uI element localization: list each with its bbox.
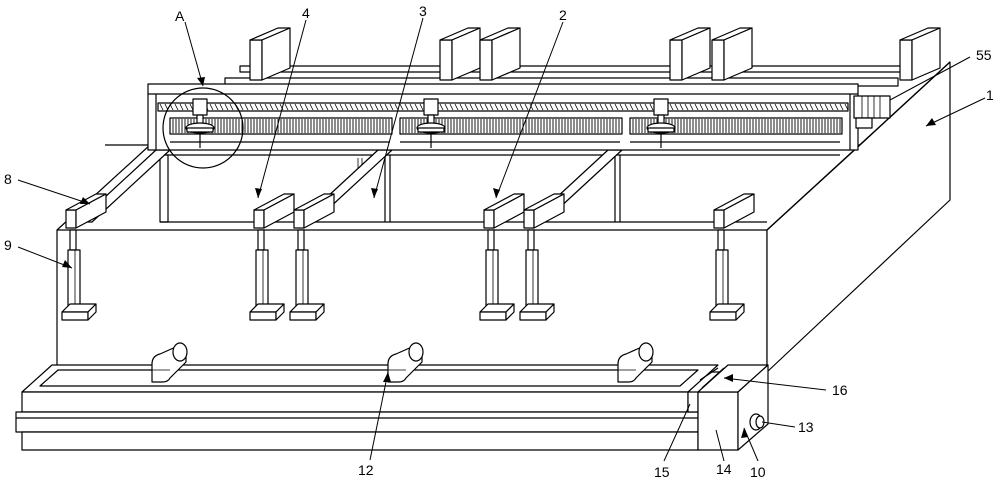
detail-circle-a <box>162 87 244 169</box>
label-12: 12 <box>358 462 374 478</box>
label-8: 8 <box>4 171 12 187</box>
label-9: 9 <box>4 237 12 253</box>
callout-labels: A 4 3 2 55 1 8 9 16 13 12 15 14 10 <box>4 3 994 480</box>
brush-hatching <box>159 103 849 133</box>
leader-lines <box>17 17 986 462</box>
label-2: 2 <box>559 7 567 23</box>
partition-walls <box>159 154 767 223</box>
rear-brackets <box>249 27 941 81</box>
arrowheads <box>62 77 936 438</box>
spray-nozzles <box>151 342 654 383</box>
trough <box>15 364 769 451</box>
drive-head-2 <box>416 98 446 148</box>
label-16: 16 <box>832 382 848 398</box>
drive-head-3 <box>646 98 676 148</box>
label-14: 14 <box>716 461 732 477</box>
label-13: 13 <box>798 419 814 435</box>
drive-head-1 <box>185 98 215 148</box>
lifting-cylinders <box>61 193 755 321</box>
label-3: 3 <box>419 3 427 19</box>
label-55: 55 <box>976 47 992 63</box>
label-4: 4 <box>302 5 310 21</box>
motor <box>853 95 891 129</box>
label-10: 10 <box>750 464 766 480</box>
label-15: 15 <box>654 464 670 480</box>
label-1: 1 <box>986 87 994 103</box>
label-a: A <box>175 8 185 24</box>
